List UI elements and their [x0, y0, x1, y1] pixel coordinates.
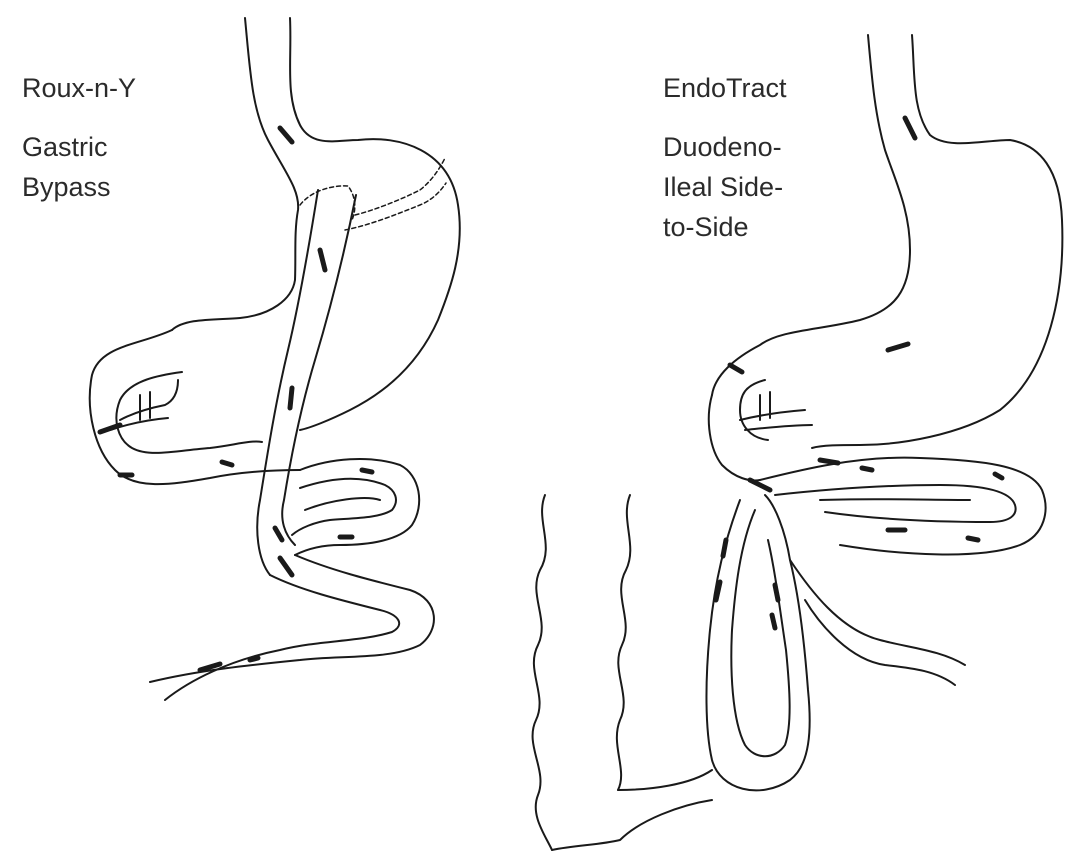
- right-endotract-drawing: [533, 35, 1063, 850]
- left-bile-duct-3: [140, 392, 150, 420]
- left-jejunum-loop-inner: [292, 479, 396, 535]
- right-esophagus-inner: [812, 35, 1062, 448]
- right-jejunum-mid: [820, 499, 970, 500]
- left-common-channel-lower: [165, 575, 399, 700]
- right-anastomosis-inner-limb: [731, 510, 789, 756]
- right-duodenum-outer: [709, 395, 760, 480]
- left-esophagus-inner-wall: [290, 18, 460, 430]
- right-anastomosis-left-limb: [706, 495, 809, 790]
- left-staple-line-upper: [355, 158, 445, 215]
- left-staple-line-lower: [345, 183, 446, 230]
- right-flow-arrows: [716, 118, 1002, 628]
- left-duodenum-outer: [90, 330, 300, 484]
- right-ileum-branch: [790, 560, 965, 665]
- right-ileum-branch-2: [805, 600, 955, 685]
- left-roux-n-y-drawing: [90, 18, 460, 700]
- right-duodenum-inner: [740, 380, 768, 440]
- right-colon-connection: [552, 770, 712, 850]
- right-colon-left-wall: [533, 495, 552, 850]
- right-jejunum-inner: [775, 485, 1016, 522]
- left-roux-limb-right-wall: [282, 195, 356, 545]
- left-esophagus-wall: [172, 18, 298, 330]
- right-colon-right-wall: [617, 495, 630, 790]
- right-jejunum-outer: [760, 458, 1046, 555]
- left-jejunum-loop-mid: [305, 498, 380, 510]
- right-esophagus-outer: [712, 35, 910, 395]
- right-bile-duct: [740, 392, 812, 430]
- left-pouch: [300, 186, 355, 220]
